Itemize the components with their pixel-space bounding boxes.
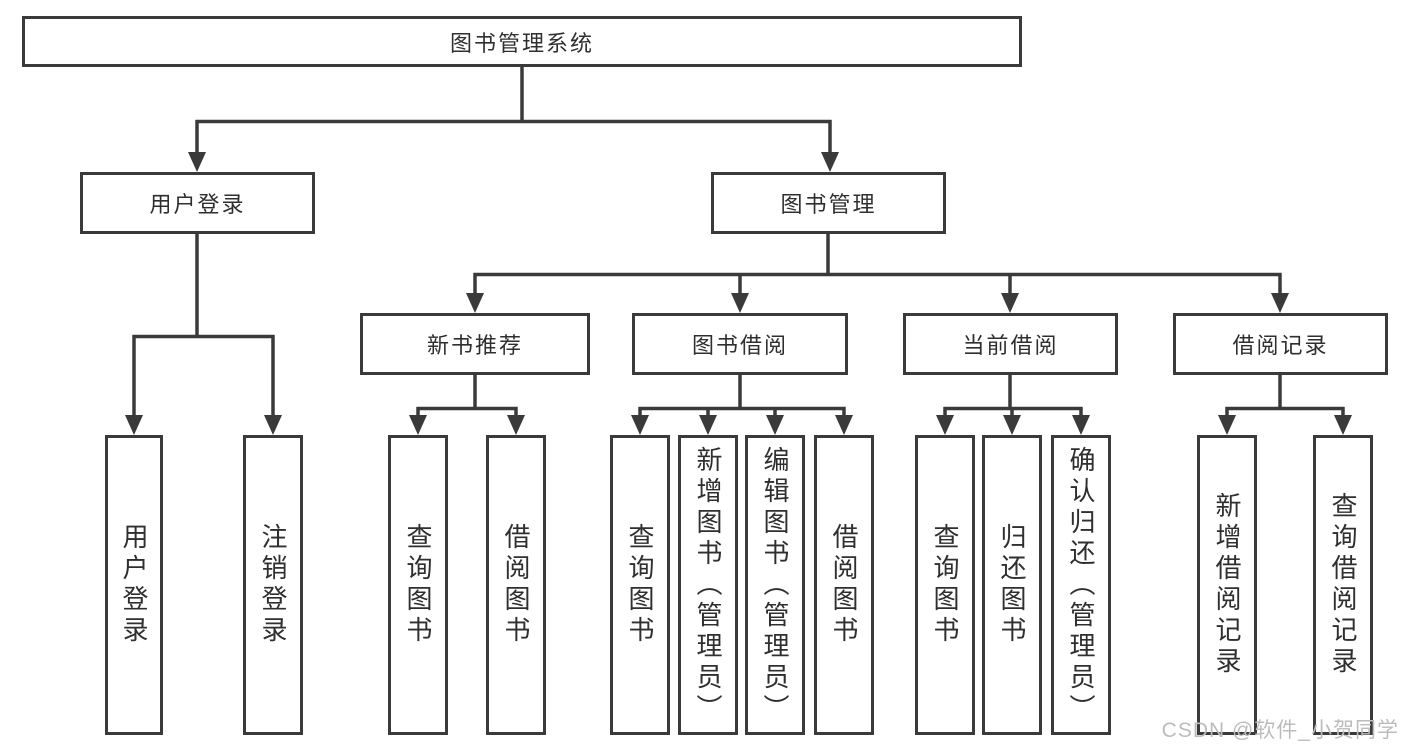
leaf-query-borrow-record: 查询借阅记录 xyxy=(1313,435,1373,735)
connector-book-management xyxy=(473,234,1282,295)
node-current-borrow: 当前借阅 xyxy=(903,313,1118,375)
connector-root xyxy=(195,67,832,154)
node-borrow-records: 借阅记录 xyxy=(1173,313,1388,375)
node-book-management: 图书管理 xyxy=(711,172,946,234)
connector-book-borrow xyxy=(638,375,846,417)
node-root-system: 图书管理系统 xyxy=(22,16,1022,67)
leaf-return-books: 归还图书 xyxy=(982,435,1042,735)
connector-user-login xyxy=(132,234,275,417)
leaf-add-books-admin: 新增图书（管理员） xyxy=(678,435,738,735)
node-book-borrow: 图书借阅 xyxy=(632,313,848,375)
connector-current-borrow xyxy=(943,375,1083,417)
leaf-logout: 注销登录 xyxy=(243,435,303,735)
node-new-book-recommend: 新书推荐 xyxy=(360,313,590,375)
leaf-query-books-current: 查询图书 xyxy=(915,435,975,735)
leaf-edit-books-admin: 编辑图书（管理员） xyxy=(745,435,805,735)
csdn-watermark: CSDN @软件_小贺同学 xyxy=(1161,719,1399,742)
connector-new-book xyxy=(416,375,518,417)
leaf-user-login: 用户登录 xyxy=(105,435,163,735)
leaf-borrow-books-recommend: 借阅图书 xyxy=(486,435,546,735)
leaf-borrow-books: 借阅图书 xyxy=(814,435,874,735)
leaf-add-borrow-record: 新增借阅记录 xyxy=(1197,435,1257,735)
leaf-confirm-return-admin: 确认归还（管理员） xyxy=(1051,435,1111,735)
node-user-login: 用户登录 xyxy=(80,172,315,234)
leaf-query-books-recommend: 查询图书 xyxy=(388,435,448,735)
connector-borrow-records xyxy=(1225,375,1345,417)
leaf-query-books-borrow: 查询图书 xyxy=(610,435,670,735)
